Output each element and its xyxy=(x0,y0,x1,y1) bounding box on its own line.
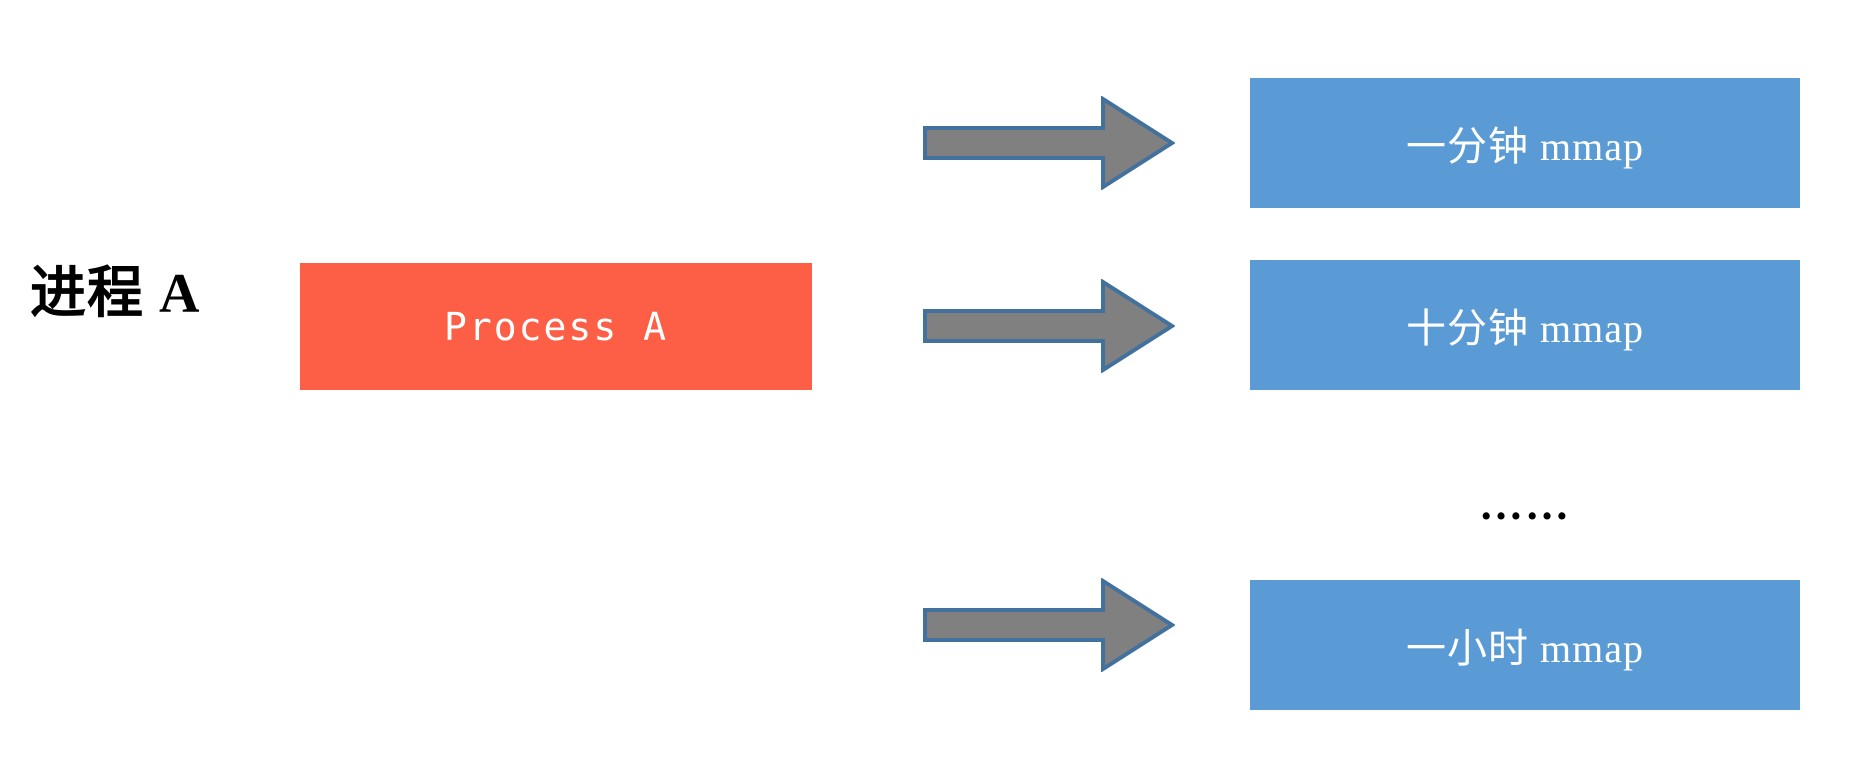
arrow-right-icon-3 xyxy=(923,578,1175,672)
mmap-box-one-minute-label: 一分钟 mmap xyxy=(1406,124,1644,169)
mmap-box-one-hour[interactable]: 一小时 mmap xyxy=(1250,580,1800,710)
mmap-box-one-hour-label: 一小时 mmap xyxy=(1406,626,1644,671)
arrow-right-icon-2 xyxy=(923,279,1175,373)
process-label: 进程 A xyxy=(30,262,201,325)
process-a-box[interactable]: Process A xyxy=(300,263,812,390)
ellipsis-indicator: …… xyxy=(1479,480,1571,529)
process-a-box-label: Process A xyxy=(444,304,668,349)
mmap-box-one-minute[interactable]: 一分钟 mmap xyxy=(1250,78,1800,208)
mmap-box-ten-minute-label: 十分钟 mmap xyxy=(1406,306,1644,351)
arrow-right-icon-1 xyxy=(923,96,1175,190)
mmap-box-ten-minute[interactable]: 十分钟 mmap xyxy=(1250,260,1800,390)
